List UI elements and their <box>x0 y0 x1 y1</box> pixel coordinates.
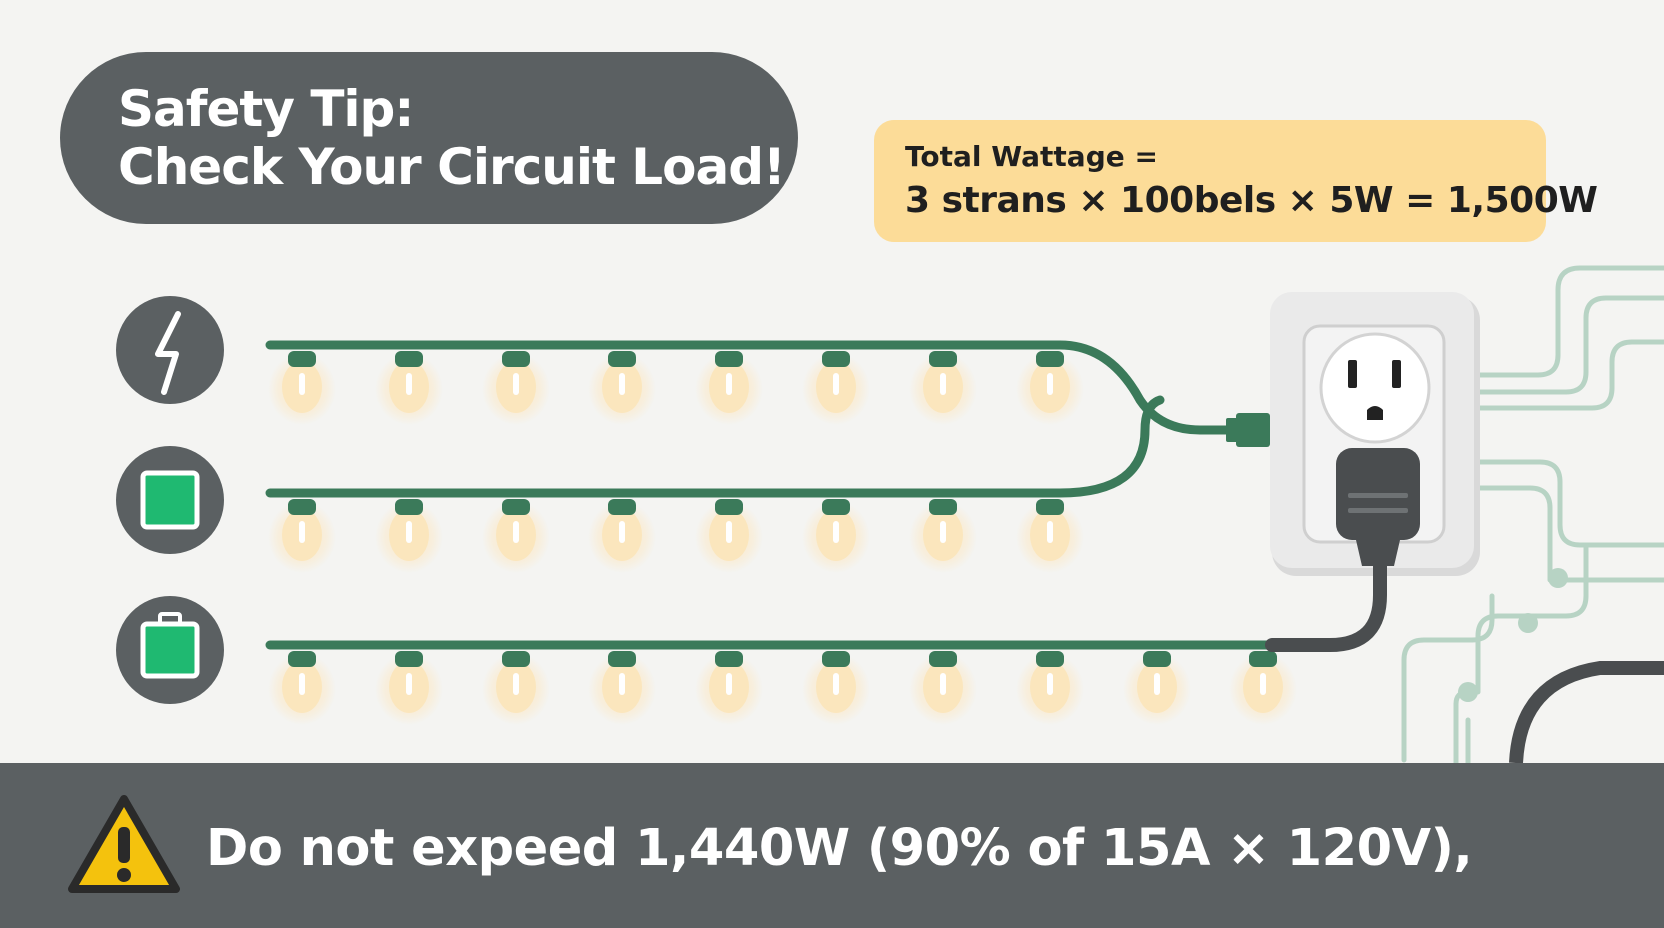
title-line-1: Safety Tip: <box>118 80 414 138</box>
formula-label: Total Wattage = <box>905 140 1158 173</box>
strand-2 <box>268 499 1084 573</box>
square-icon <box>116 446 224 554</box>
warning-bar: Do not expeed 1,440W (90% of 15A × 120V)… <box>0 763 1664 928</box>
strand-3 <box>268 651 1297 725</box>
title-line-2: Check Your Circuit Load! <box>118 138 786 196</box>
warning-icon <box>68 795 180 893</box>
strand-1 <box>268 351 1084 425</box>
title-banner: Safety Tip: Check Your Circuit Load! <box>60 52 798 224</box>
lightning-icon <box>116 296 224 404</box>
battery-icon <box>116 596 224 704</box>
wattage-formula-box: Total Wattage = 3 strans × 100bels × 5W … <box>874 120 1598 242</box>
warning-text: Do not expeed 1,440W (90% of 15A × 120V)… <box>206 819 1473 878</box>
plug-icon <box>1336 448 1420 566</box>
formula-expression: 3 strans × 100bels × 5W = 1,500W <box>905 180 1598 221</box>
